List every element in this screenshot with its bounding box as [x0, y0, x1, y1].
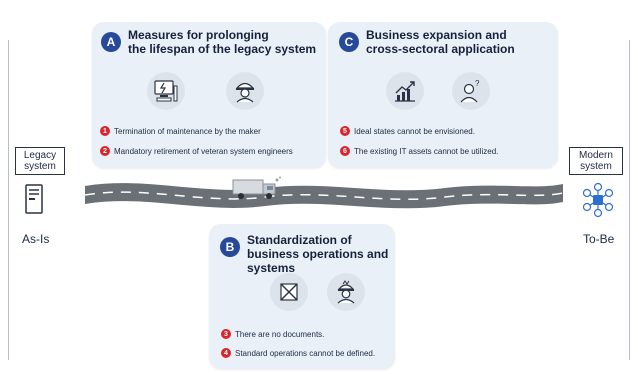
item-text: Ideal states cannot be envisioned. — [354, 126, 475, 136]
road-path — [85, 183, 563, 209]
card-standardization: B Standardization of business operations… — [209, 224, 395, 369]
to-be-caption: To-Be — [583, 232, 615, 246]
as-is-caption: As-Is — [22, 232, 50, 246]
card-c-item-6: 6 The existing IT assets cannot be utili… — [340, 146, 498, 156]
card-b-item-3: 3 There are no documents. — [221, 329, 324, 339]
card-a-badge: A — [101, 32, 121, 52]
item-text: Termination of maintenance by the maker — [114, 126, 261, 136]
item-number-badge: 3 — [221, 329, 231, 339]
thinking-person-icon: ? — [452, 72, 490, 110]
item-number-badge: 4 — [221, 348, 231, 358]
truck-icon — [232, 176, 281, 199]
item-text: Standard operations cannot be defined. — [235, 348, 376, 358]
svg-text:?: ? — [475, 79, 480, 88]
server-tower-icon — [25, 184, 43, 214]
right-frame-line — [629, 40, 630, 360]
item-text: Mandatory retirement of veteran system e… — [114, 146, 293, 156]
card-a-item-2: 2 Mandatory retirement of veteran system… — [100, 146, 293, 156]
card-business-expansion: C Business expansion and cross-sectoral … — [328, 22, 558, 168]
modern-system-label: Modern system — [569, 147, 623, 175]
item-number-badge: 2 — [100, 146, 110, 156]
computer-error-icon — [147, 72, 185, 110]
item-number-badge: 6 — [340, 146, 350, 156]
item-number-badge: 5 — [340, 126, 350, 136]
card-c-badge: C — [339, 32, 359, 52]
legacy-system-label: Legacy system — [15, 147, 65, 175]
confused-worker-icon — [327, 273, 365, 311]
left-frame-line — [8, 40, 9, 360]
item-number-badge: 1 — [100, 126, 110, 136]
item-text: The existing IT assets cannot be utilize… — [354, 146, 499, 156]
card-b-item-4: 4 Standard operations cannot be defined. — [221, 348, 375, 358]
card-b-title: Standardization of business operations a… — [247, 233, 389, 275]
card-a-title: Measures for prolonging the lifespan of … — [128, 28, 317, 56]
item-text: There are no documents. — [235, 329, 325, 339]
no-documents-icon — [270, 273, 308, 311]
veteran-engineer-icon — [226, 72, 264, 110]
card-b-badge: B — [220, 237, 240, 257]
card-c-title: Business expansion and cross-sectoral ap… — [366, 28, 515, 56]
card-legacy-lifespan: A Measures for prolonging the lifespan o… — [92, 22, 326, 168]
network-hub-icon — [582, 182, 614, 218]
card-a-item-1: 1 Termination of maintenance by the make… — [100, 126, 261, 136]
growth-chart-icon — [386, 72, 424, 110]
card-c-item-5: 5 Ideal states cannot be envisioned. — [340, 126, 475, 136]
legacy-system-label-text: Legacy system — [23, 150, 57, 172]
modern-system-label-text: Modern system — [579, 150, 613, 172]
